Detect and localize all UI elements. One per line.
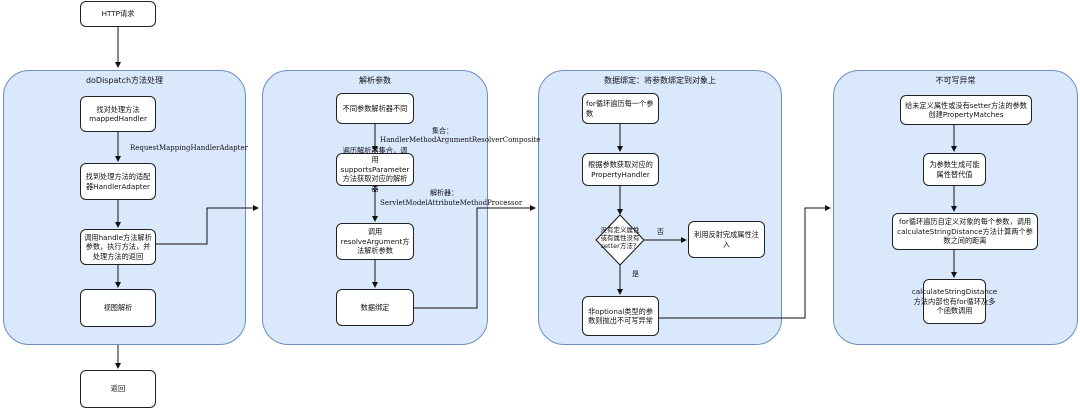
step-reflect-inject: 利用反射完成属性注入 <box>688 221 765 258</box>
start-node: HTTP请求 <box>80 1 156 27</box>
step-distance-internals: calculateStringDistance方法内部也有for循环及多个函数调… <box>912 279 997 324</box>
step-invoke-handle: 调用handle方法解析参数，执行方法，并处理方法的返回 <box>80 229 156 265</box>
arrow-lane3-to-lane4 <box>659 205 831 319</box>
edge-label-no: 否 <box>657 228 664 236</box>
step-create-property-matches: 给未定义属性或没有setter方法的参数创建PropertyMatches <box>900 95 1032 125</box>
edge-label-processor: ServletModelAttributeMethodProcessor <box>380 199 523 207</box>
step-get-property-handler: 根据参数获取对应的PropertyHandler <box>582 153 659 186</box>
edge-label-yes: 是 <box>632 270 639 278</box>
step-data-bind: 数据绑定 <box>336 289 414 326</box>
step-generate-alternatives: 为参数生成可能属性替代值 <box>923 153 986 186</box>
step-different-resolvers: 不同参数解析器不同 <box>336 93 414 124</box>
lane-title: 不可写异常 <box>935 76 976 85</box>
lane-data-binding: 数据绑定：将参数绑定到对象上 <box>538 70 782 345</box>
edge-label-adapter: RequestMappingHandlerAdapter <box>130 144 248 152</box>
decision-diamond <box>595 214 645 266</box>
edge-label-composite: HandlerMethodArgumentResolverComposite <box>380 136 541 144</box>
lane-title: doDispatch方法处理 <box>85 76 164 85</box>
arrow-lane1-to-lane2 <box>155 205 259 245</box>
step-for-each-param: for循环遍历每一个参数 <box>582 93 659 124</box>
step-find-adapter: 找到处理方法的适配器HandlerAdapter <box>80 163 156 200</box>
lane-title: 数据绑定：将参数绑定到对象上 <box>604 76 716 85</box>
step-view-resolve: 视图解析 <box>80 289 156 327</box>
step-find-handler: 找对处理方法mappedHandler <box>80 96 156 132</box>
step-throw-not-writable: 非optional类型的参数则抛出不可写异常 <box>582 296 659 336</box>
lane-title: 解析参数 <box>359 76 391 85</box>
start-label: HTTP请求 <box>101 9 135 19</box>
step-calc-distance: for循环遍历自定义对象的每个参数，调用calculateStringDista… <box>892 213 1038 250</box>
end-node: 返回 <box>80 370 156 408</box>
decision-label: 没有定义属性或有属性没有setter方法？ <box>600 226 640 250</box>
arrow-lane2-to-lane3 <box>414 205 536 309</box>
edge-label-collection: 集合： <box>432 127 453 135</box>
end-label: 返回 <box>110 384 126 394</box>
step-resolve-argument: 调用resolveArgument方法解析参数 <box>336 223 414 260</box>
edge-label-resolver: 解析器： <box>430 189 458 197</box>
step-iterate-resolvers: 遍历解析器集合，调用supportsParameter方法获取对应的解析器 <box>336 146 414 193</box>
